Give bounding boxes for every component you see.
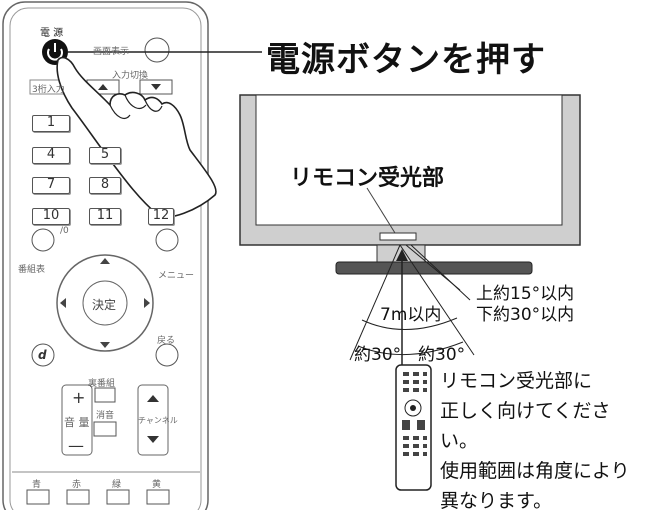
remote-receiver-window	[379, 232, 417, 241]
receiver-label: リモコン受光部	[290, 166, 445, 191]
num-key-1[interactable]: 1	[32, 115, 70, 132]
color-key-green-label: 緑	[112, 480, 122, 490]
color-key-blue-label: 青	[32, 480, 42, 490]
small-remote	[395, 364, 432, 491]
enter-label: 決定	[92, 298, 117, 312]
channel-rocker[interactable]	[137, 384, 169, 456]
mute-label: 消音	[96, 411, 115, 421]
num-key-11[interactable]: 11	[89, 208, 121, 225]
color-key-red[interactable]	[66, 489, 90, 505]
horizontal-angle-left: 約30°	[354, 345, 402, 365]
note-line-4: 異なります。	[440, 490, 553, 512]
note-line-1: リモコン受光部に	[440, 370, 593, 392]
color-key-yellow-label: 黄	[152, 480, 162, 490]
back-label: 戻る	[157, 336, 176, 346]
receiver-leader-line	[366, 187, 396, 234]
tv-set	[239, 94, 581, 275]
volume-label: 音 量	[64, 416, 90, 429]
note-line-3: 使用範囲は角度により	[440, 460, 630, 482]
menu-button[interactable]	[155, 228, 179, 252]
menu-label: メニュー	[158, 271, 195, 281]
num-key-10[interactable]: 10	[32, 208, 70, 225]
vertical-angle-lower: 下約30°以内	[476, 305, 575, 325]
sub-channel-label: 裏番組	[88, 379, 116, 389]
num-key-12[interactable]: 12	[148, 208, 174, 225]
vertical-angle-upper: 上約15°以内	[476, 284, 575, 304]
guide-label: 番組表	[18, 265, 46, 275]
screen-display-button[interactable]	[144, 37, 170, 63]
volume-minus: —	[68, 436, 84, 455]
channel-label: チャンネル	[138, 416, 178, 425]
mute-button[interactable]	[93, 421, 117, 437]
ten-sub-label: /0	[60, 226, 69, 236]
num-key-8[interactable]: 8	[89, 177, 121, 194]
data-button[interactable]	[31, 343, 55, 367]
input-switch-label: 入力切換	[112, 71, 149, 81]
page-title: 電源ボタンを押す	[266, 40, 546, 80]
note-line-2: 正しく向けてください。	[440, 400, 611, 452]
volume-rocker[interactable]	[61, 384, 93, 456]
color-key-red-label: 赤	[72, 480, 82, 490]
back-button[interactable]	[155, 343, 179, 367]
volume-plus: +	[72, 388, 86, 407]
dpad[interactable]	[56, 254, 154, 352]
3ch-input-label: 3桁入力	[32, 85, 65, 95]
color-key-green[interactable]	[106, 489, 130, 505]
num-key-5[interactable]: 5	[89, 147, 121, 164]
guide-button[interactable]	[31, 228, 55, 252]
color-key-yellow[interactable]	[146, 489, 170, 505]
usage-note: リモコン受光部に 正しく向けてください。 使用範囲は角度により 異なります。	[440, 366, 645, 516]
num-key-4[interactable]: 4	[32, 147, 70, 164]
range-fan	[349, 244, 475, 368]
sub-channel-button[interactable]	[94, 387, 116, 403]
color-key-blue[interactable]	[26, 489, 50, 505]
num-key-7[interactable]: 7	[32, 177, 70, 194]
screen-display-label: 画面表示	[93, 47, 130, 57]
power-label: 電 源	[40, 28, 64, 39]
horizontal-angle-right: 約30°	[418, 345, 466, 365]
data-label: d	[38, 348, 47, 362]
distance-label: 7m以内	[380, 305, 442, 325]
